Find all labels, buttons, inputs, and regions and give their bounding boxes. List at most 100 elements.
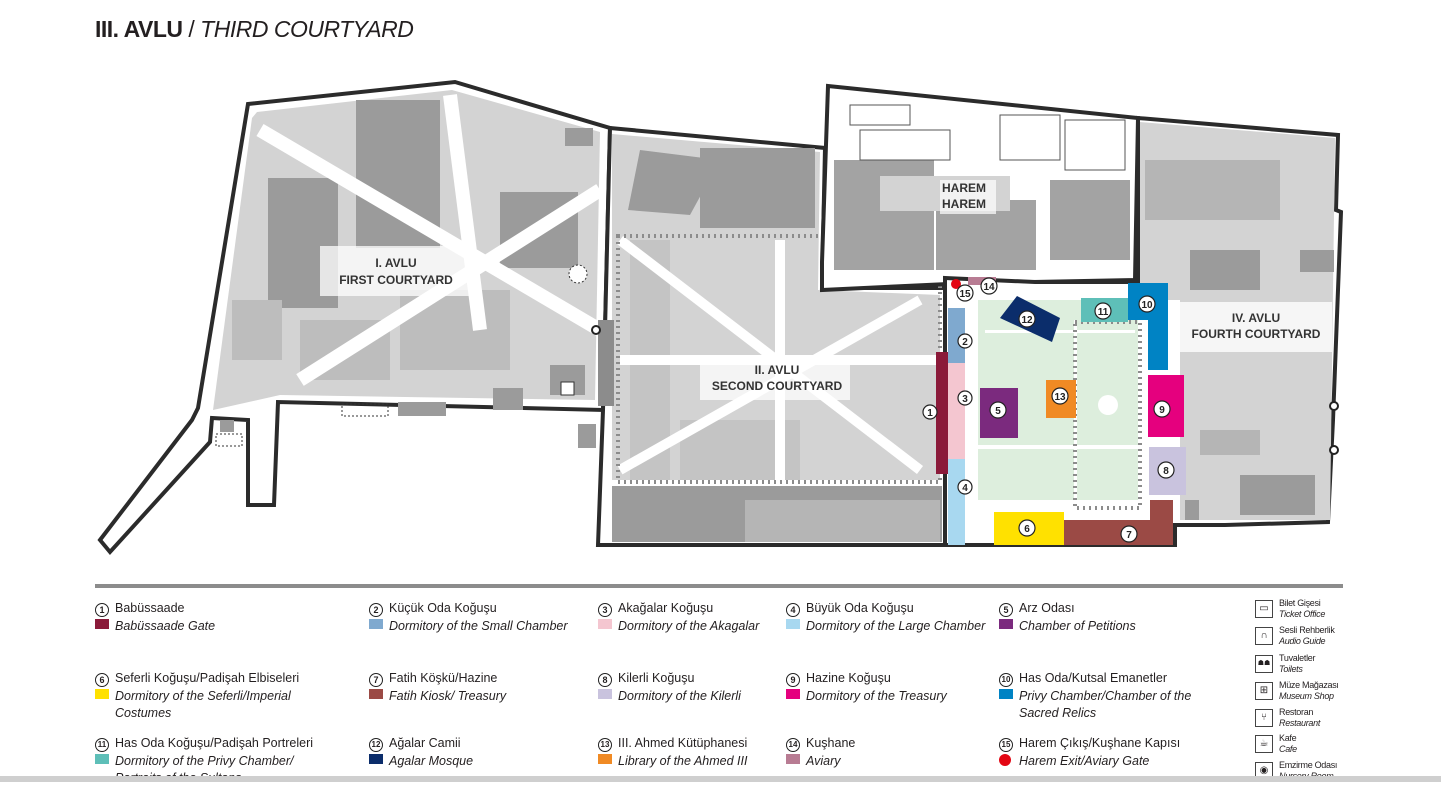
- legend-label-tr: Has Oda/Kutsal Emanetler: [1019, 671, 1167, 685]
- legend-number: 1: [95, 603, 109, 617]
- marker-2: 2: [957, 333, 973, 349]
- legend-label-en: Agalar Mosque: [389, 754, 474, 768]
- legend-number: 11: [95, 738, 109, 752]
- legend-label-en: Dormitory of the Small Chamber: [389, 619, 568, 633]
- second-courtyard-label-tr: II. AVLU: [755, 363, 800, 377]
- legend-swatch: [786, 754, 800, 764]
- legend-label-en: Library of the Ahmed III: [618, 754, 748, 768]
- marker-6: 6: [1018, 519, 1036, 537]
- legend-label-tr: III. Ahmed Kütüphanesi: [618, 736, 748, 750]
- marker-15: 15: [956, 284, 974, 302]
- second-courtyard-area: [595, 125, 947, 547]
- ticket-icon: ▭: [1255, 600, 1273, 618]
- legend-number: 15: [999, 738, 1013, 752]
- marker-7: 7: [1120, 525, 1138, 543]
- harem-label-tr: HAREM: [942, 181, 986, 195]
- restaurant-icon: ⑂: [1255, 709, 1273, 727]
- legend-label-en: Aviary: [806, 754, 841, 768]
- fourth-courtyard-label-en: FOURTH COURTYARD: [1192, 327, 1321, 341]
- legend-swatch: [999, 754, 1011, 766]
- building-14: [968, 277, 996, 285]
- marker-1: 1: [922, 404, 938, 420]
- legend-label-en: Dormitory of the Large Chamber: [806, 619, 986, 633]
- service-label-en: Restaurant: [1279, 718, 1321, 728]
- building-7: [1064, 500, 1173, 545]
- marker-11: 11: [1094, 302, 1112, 320]
- svg-text:1: 1: [927, 408, 933, 419]
- marker-13: 13: [1051, 387, 1069, 405]
- first-courtyard-label-tr: I. AVLU: [375, 256, 416, 270]
- service-label-tr: Emzirme Odası: [1279, 760, 1338, 770]
- legend-label-tr: Ağalar Camii: [389, 736, 461, 750]
- legend-divider: [95, 584, 1343, 588]
- legend-number: 14: [786, 738, 800, 752]
- legend-label-tr: Hazine Koğuşu: [806, 671, 891, 685]
- legend-label-tr: Has Oda Koğuşu/Padişah Portreleri: [115, 736, 314, 750]
- legend-number: 5: [999, 603, 1013, 617]
- second-courtyard-label-en: SECOND COURTYARD: [712, 379, 843, 393]
- marker-9: 9: [1153, 400, 1171, 418]
- legend-swatch: [369, 619, 383, 629]
- legend-label-en: Privy Chamber/Chamber of the Sacred Reli…: [1019, 689, 1192, 720]
- service-label-tr: Kafe: [1279, 733, 1297, 743]
- service-label-en: Museum Shop: [1279, 691, 1334, 701]
- legend-number: 3: [598, 603, 612, 617]
- svg-text:4: 4: [962, 483, 968, 494]
- legend-label-en: Harem Exit/Aviary Gate: [1019, 754, 1150, 768]
- legend-label-en: Dormitory of the Seferli/Imperial Costum…: [115, 689, 291, 720]
- svg-text:3: 3: [962, 394, 968, 405]
- numbered-buildings: [936, 277, 1186, 545]
- svg-text:5: 5: [995, 406, 1001, 417]
- legend-swatch: [598, 689, 612, 699]
- legend-label-tr: Kilerli Koğuşu: [618, 671, 695, 685]
- legend-number: 4: [786, 603, 800, 617]
- cafe-icon: ☕: [1255, 735, 1273, 753]
- svg-text:7: 7: [1126, 530, 1132, 541]
- svg-text:13: 13: [1054, 392, 1066, 403]
- legend-label-tr: Akağalar Koğuşu: [618, 601, 714, 615]
- service-label-en: Ticket Office: [1279, 609, 1326, 619]
- legend-number: 6: [95, 673, 109, 687]
- legend-swatch: [369, 689, 383, 699]
- service-label-tr: Sesli Rehberlik: [1279, 625, 1335, 635]
- first-courtyard-label-en: FIRST COURTYARD: [339, 273, 453, 287]
- marker-4: 4: [957, 479, 973, 495]
- shop-icon: ⊞: [1255, 682, 1273, 700]
- legend-label-en: Babüssaade Gate: [115, 619, 216, 633]
- building-3: [948, 363, 965, 459]
- legend-label-en: Dormitory of the Kilerli: [618, 689, 741, 703]
- svg-text:6: 6: [1024, 524, 1030, 535]
- gate-icon: [591, 325, 601, 335]
- svg-text:2: 2: [962, 337, 968, 348]
- marker-14: 14: [980, 277, 998, 295]
- legend-label-tr: Kuşhane: [806, 736, 856, 750]
- first-courtyard-area: [97, 79, 613, 556]
- building-1: [936, 352, 948, 474]
- legend-swatch: [786, 619, 800, 629]
- service-label-tr: Tuvaletler: [1279, 653, 1316, 663]
- service-label-tr: Müze Mağazası: [1279, 680, 1339, 690]
- building-4: [948, 459, 965, 545]
- legend-label-tr: Babüssaade: [115, 601, 185, 615]
- legend-swatch: [786, 689, 800, 699]
- legend-swatch: [598, 754, 612, 764]
- legend-swatch: [999, 619, 1013, 629]
- title-italic: THIRD COURTYARD: [200, 16, 414, 42]
- legend-number: 2: [369, 603, 383, 617]
- legend-label-tr: Büyük Oda Koğuşu: [806, 601, 914, 615]
- legend-swatch: [598, 619, 612, 629]
- audio-guide-icon: ∩: [1255, 627, 1273, 645]
- legend-label-en: Dormitory of the Treasury: [806, 689, 947, 703]
- marker-10: 10: [1138, 295, 1156, 313]
- legend-swatch: [95, 754, 109, 764]
- number-markers: 1 2 3 4 5 6 7 8 9 10 11 12 13 14 15: [922, 277, 1175, 543]
- service-label-tr: Restoran: [1279, 707, 1314, 717]
- legend-swatch: [95, 689, 109, 699]
- legend-label-en: Dormitory of the Akagalar: [618, 619, 760, 633]
- service-label-en: Cafe: [1279, 744, 1297, 754]
- svg-text:11: 11: [1098, 307, 1109, 318]
- gate-icon: [1329, 401, 1339, 411]
- harem-area: [820, 83, 1141, 303]
- service-label-en: Toilets: [1279, 664, 1303, 674]
